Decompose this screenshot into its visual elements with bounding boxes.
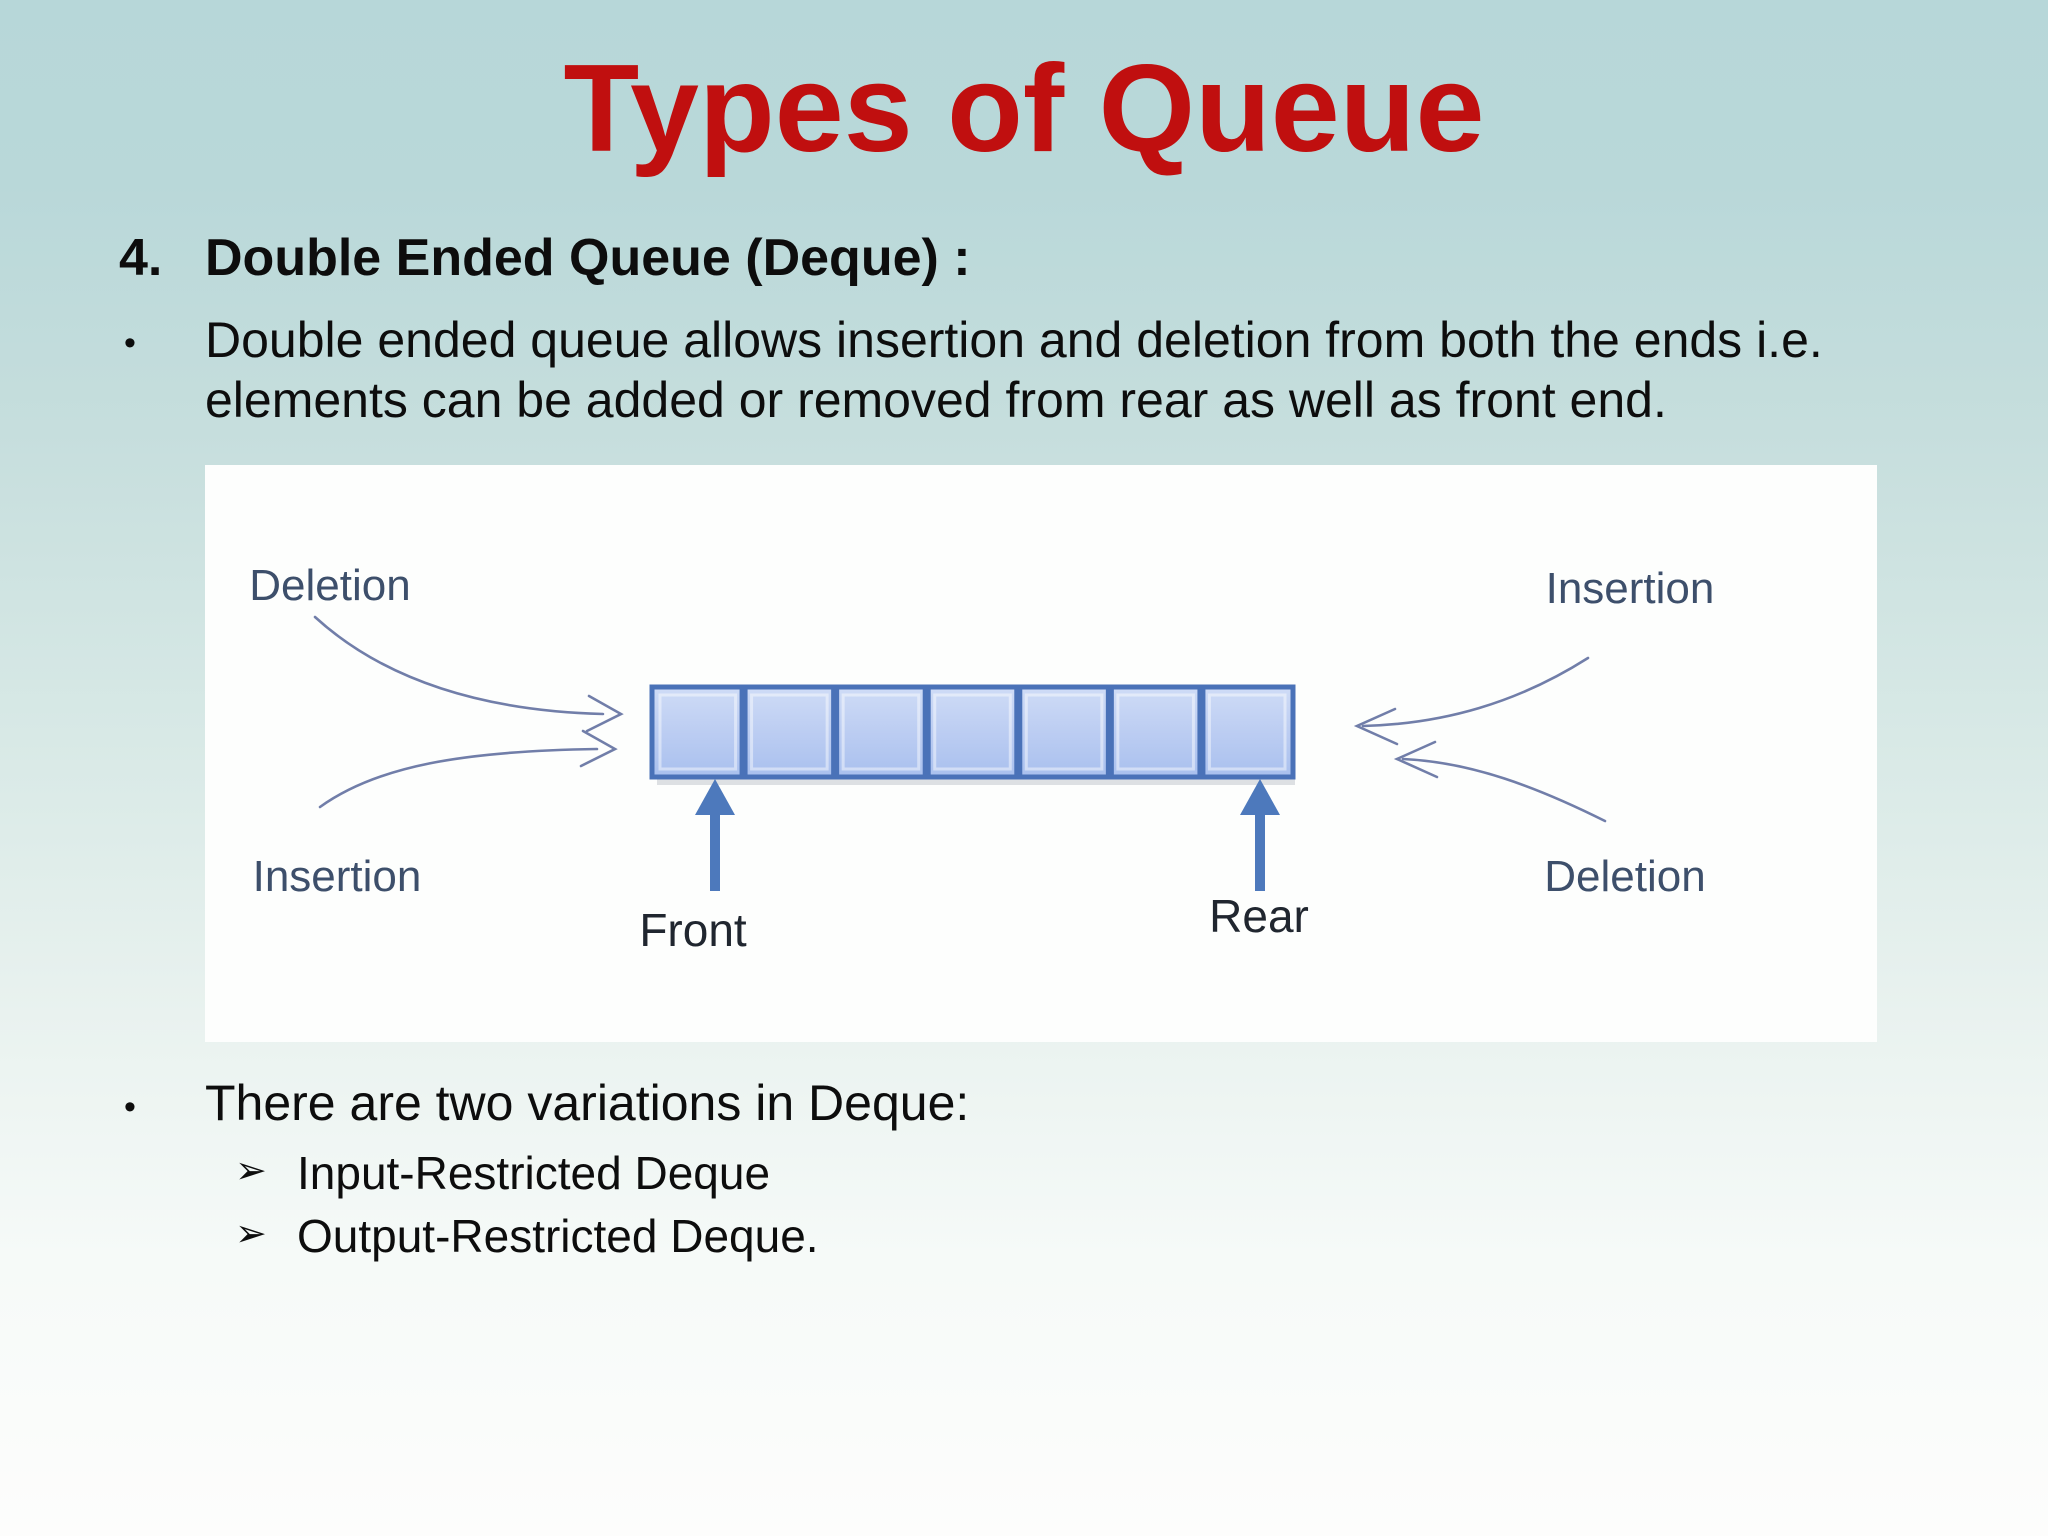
queue-cell	[1024, 693, 1104, 771]
bullet-item-deque-description: • Double ended queue allows insertion an…	[124, 310, 1945, 430]
deque-diagram: Deletion Insertion Insertion Deletion	[205, 465, 1877, 1042]
bullet-text-line-2: elements can be added or removed from re…	[205, 372, 1667, 428]
queue-cell	[933, 693, 1012, 771]
bullet-marker: •	[124, 1088, 136, 1126]
bullet-text: Double ended queue allows insertion and …	[205, 310, 1945, 430]
bullet-text-line-1: Double ended queue allows insertion and …	[205, 312, 1823, 368]
queue-cell	[1207, 693, 1287, 771]
section-heading: 4. Double Ended Queue (Deque) :	[119, 228, 971, 288]
queue-cell	[658, 693, 738, 771]
rear-arrow	[1240, 779, 1280, 891]
bullet-item-variations: • There are two variations in Deque:	[124, 1074, 969, 1137]
curve-arrowhead-bottom-left	[579, 729, 618, 768]
deque-diagram-svg: Deletion Insertion Insertion Deletion	[249, 561, 1715, 956]
curve-arrowhead-bottom-right	[1393, 740, 1439, 779]
queue-cell	[1116, 693, 1195, 771]
label-deletion-top-left: Deletion	[249, 561, 410, 610]
bullet-text: There are two variations in Deque:	[205, 1075, 970, 1131]
sub-bullet-text: Input-Restricted Deque	[297, 1147, 771, 1199]
label-deletion-bottom-right: Deletion	[1544, 852, 1705, 901]
queue-shadow	[657, 777, 1295, 785]
queue-cells	[658, 689, 1287, 775]
curve-arrowhead-top-right	[1353, 707, 1399, 746]
queue-cell	[841, 693, 921, 771]
label-front: Front	[639, 904, 747, 956]
curve-arrowhead-top-left	[585, 694, 624, 733]
sub-bullet-input-restricted: ➢ Input-Restricted Deque	[235, 1146, 770, 1200]
section-heading-text: Double Ended Queue (Deque) :	[205, 229, 971, 287]
bullet-marker: •	[124, 324, 136, 362]
front-arrow	[695, 779, 735, 891]
label-rear: Rear	[1209, 890, 1309, 942]
sub-bullet-text: Output-Restricted Deque.	[297, 1210, 819, 1262]
queue-array	[649, 684, 1296, 780]
arrow-bullet-icon: ➢	[235, 1213, 267, 1255]
page-title: Types of Queue	[563, 40, 1485, 178]
label-insertion-bottom-left: Insertion	[253, 852, 422, 901]
arrow-bullet-icon: ➢	[235, 1150, 267, 1192]
curve-arrow-top-right	[1361, 656, 1590, 728]
label-insertion-top-right: Insertion	[1546, 564, 1715, 613]
section-number: 4.	[119, 229, 163, 287]
curve-arrow-bottom-right	[1401, 757, 1607, 823]
sub-bullet-output-restricted: ➢ Output-Restricted Deque.	[235, 1209, 819, 1263]
curve-arrow-bottom-left	[318, 747, 599, 809]
curve-arrow-top-left	[313, 615, 605, 716]
queue-cell	[750, 693, 829, 771]
